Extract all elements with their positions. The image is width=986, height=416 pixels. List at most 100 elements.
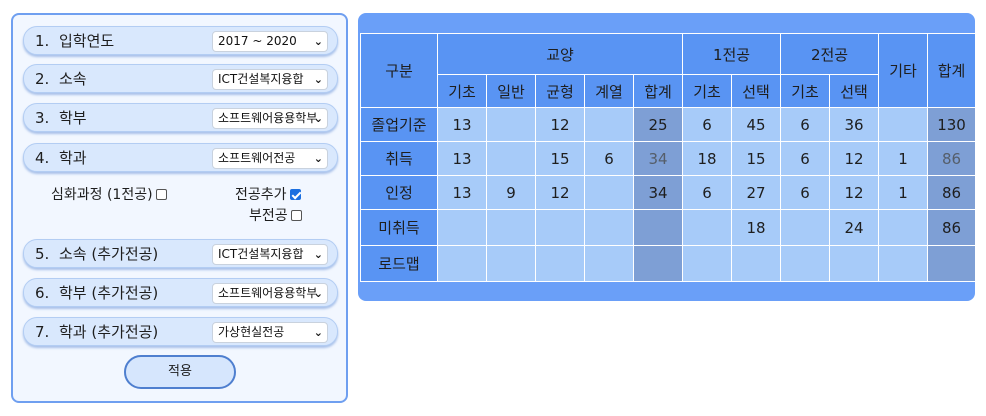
header-major2: 2전공 — [780, 33, 880, 75]
table-cell: 13 — [437, 107, 487, 142]
add-department-label: 7.학과 (추가전공) — [35, 323, 159, 341]
table-cell: 86 — [927, 175, 977, 210]
minor-checkbox[interactable] — [290, 210, 302, 221]
row-label: 로드맵 — [360, 245, 438, 282]
row-label: 취득 — [360, 141, 438, 176]
table-cell: 6 — [780, 141, 831, 176]
table-cell — [584, 245, 634, 282]
intensive-checkbox-item[interactable]: 심화과정 (1전공) — [51, 186, 167, 204]
subheader-cell: 합계 — [632, 74, 684, 108]
header-liberal: 교양 — [436, 33, 684, 75]
apply-button[interactable]: 적용 — [124, 355, 236, 389]
table-cell: 6 — [780, 107, 831, 142]
row-label: 졸업기준 — [360, 107, 438, 142]
minor-checkbox-item[interactable]: 부전공 — [249, 207, 302, 225]
table-cell: 6 — [584, 141, 634, 176]
chevron-down-icon: ⌄ — [313, 35, 323, 48]
table-cell — [927, 245, 977, 282]
credit-table-panel: 구분 교양 1전공 2전공 기타 합계 기초 일반 균형 계열 합계 기초 선택… — [358, 13, 977, 301]
subheader-cell: 균형 — [535, 74, 585, 108]
table-row: 취득 13 15 6 34 18 15 6 12 1 86 — [360, 141, 977, 176]
table-cell — [632, 209, 684, 246]
intensive-checkbox[interactable] — [155, 189, 167, 200]
table-cell: 45 — [731, 107, 782, 142]
subheader-cell: 선택 — [731, 74, 782, 108]
table-cell: 15 — [535, 141, 585, 176]
header-major1: 1전공 — [682, 33, 782, 75]
credit-table: 구분 교양 1전공 2전공 기타 합계 기초 일반 균형 계열 합계 기초 선택… — [360, 33, 977, 282]
add-major-checkbox-item[interactable]: 전공추가 — [235, 186, 301, 204]
row-label: 미취득 — [360, 209, 438, 246]
table-cell: 1 — [878, 141, 929, 176]
table-cell: 18 — [731, 209, 782, 246]
subheader-cell: 계열 — [584, 74, 634, 108]
add-school-select[interactable]: 소프트웨어융용학부⌄ — [212, 283, 328, 304]
add-college-select[interactable]: ICT건설복지융합⌄ — [212, 244, 328, 265]
chevron-down-icon: ⌄ — [313, 326, 323, 339]
school-label: 3.학부 — [35, 109, 87, 127]
table-cell: 12 — [829, 141, 880, 176]
table-row: 미취득 18 24 86 — [360, 209, 977, 246]
table-cell — [682, 209, 733, 246]
table-cell: 12 — [829, 175, 880, 210]
table-cell — [535, 245, 585, 282]
table-row: 졸업기준 13 12 25 6 45 6 36 130 — [360, 107, 977, 142]
subheader-cell: 선택 — [829, 74, 880, 108]
table-row: 인정 13 9 12 34 6 27 6 12 1 86 — [360, 175, 977, 210]
table-cell: 27 — [731, 175, 782, 210]
table-cell — [486, 141, 536, 176]
table-cell: 6 — [780, 175, 831, 210]
table-cell — [486, 107, 536, 142]
table-cell — [437, 245, 487, 282]
table-cell: 12 — [535, 107, 585, 142]
add-school-row: 6.학부 (추가전공) 소프트웨어융용학부⌄ — [23, 278, 338, 307]
table-cell — [780, 245, 831, 282]
add-major-checkbox[interactable] — [289, 189, 301, 200]
school-select[interactable]: 소프트웨어융용학부⌄ — [212, 108, 328, 129]
table-cell: 9 — [486, 175, 536, 210]
table-cell: 18 — [682, 141, 733, 176]
table-cell — [584, 175, 634, 210]
table-cell: 13 — [437, 175, 487, 210]
chevron-down-icon: ⌄ — [313, 152, 323, 165]
table-cell: 6 — [682, 107, 733, 142]
table-cell: 12 — [535, 175, 585, 210]
add-college-label: 5.소속 (추가전공) — [35, 245, 159, 263]
table-cell: 24 — [829, 209, 880, 246]
table-cell — [584, 107, 634, 142]
table-cell: 36 — [829, 107, 880, 142]
table-cell — [437, 209, 487, 246]
table-cell — [486, 209, 536, 246]
table-cell: 6 — [682, 175, 733, 210]
add-department-select[interactable]: 가상현실전공⌄ — [212, 322, 328, 343]
admission-year-select[interactable]: 2017 ~ 2020⌄ — [212, 31, 328, 52]
table-cell: 86 — [927, 141, 977, 176]
header-category: 구분 — [360, 33, 438, 108]
table-cell — [780, 209, 831, 246]
add-department-row: 7.학과 (추가전공) 가상현실전공⌄ — [23, 317, 338, 346]
table-cell — [486, 245, 536, 282]
table-cell: 34 — [632, 141, 684, 176]
department-select[interactable]: 소프트웨어전공⌄ — [212, 148, 328, 169]
add-college-row: 5.소속 (추가전공) ICT건설복지융합⌄ — [23, 239, 338, 268]
subheader-cell: 기초 — [437, 74, 487, 108]
subheader-cell: 기초 — [780, 74, 831, 108]
table-cell: 86 — [927, 209, 977, 246]
header-etc: 기타 — [878, 33, 929, 108]
admission-year-row: 1.입학연도 2017 ~ 2020⌄ — [23, 26, 338, 55]
table-cell — [731, 245, 782, 282]
department-label: 4.학과 — [35, 149, 87, 167]
header-total: 합계 — [927, 33, 977, 108]
chevron-down-icon: ⌄ — [313, 287, 323, 300]
school-row: 3.학부 소프트웨어융용학부⌄ — [23, 103, 338, 132]
table-cell — [878, 245, 929, 282]
add-school-label: 6.학부 (추가전공) — [35, 284, 159, 302]
college-select[interactable]: ICT건설복지융합⌄ — [212, 69, 328, 90]
table-cell — [682, 245, 733, 282]
row-label: 인정 — [360, 175, 438, 210]
table-cell — [584, 209, 634, 246]
college-row: 2.소속 ICT건설복지융합⌄ — [23, 64, 338, 93]
admission-year-label: 1.입학연도 — [35, 32, 115, 50]
table-cell: 34 — [632, 175, 684, 210]
table-cell: 15 — [731, 141, 782, 176]
